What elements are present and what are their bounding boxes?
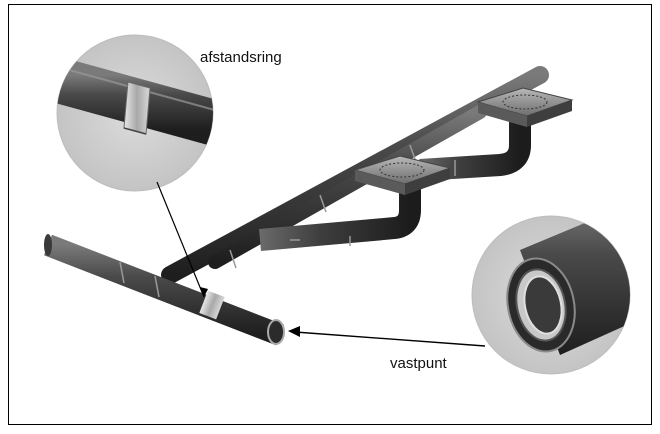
- inner-pipe-end: [523, 275, 563, 335]
- flange-plate-2: [476, 87, 574, 127]
- pipe-network: [44, 66, 574, 346]
- branch-pipe-1: [259, 185, 421, 251]
- fixed-point-arrowhead: [288, 326, 300, 337]
- upper-branch-pipe: [208, 105, 487, 269]
- label-spacer-ring: afstandsring: [200, 49, 282, 66]
- frame-border: [8, 4, 652, 425]
- horizontal-header-pipe: [44, 234, 284, 346]
- spacer-ring-leader: [156, 181, 205, 298]
- spacer-ring-on-pipe: [199, 290, 225, 320]
- flange-plate-1: [353, 155, 452, 195]
- detail-circle-spacer-ring: [56, 34, 214, 192]
- fixed-point-leader: [294, 331, 486, 347]
- pipe-end-fixed-point: [267, 319, 285, 345]
- detail-circle-fixed-point: [471, 215, 631, 375]
- pipe-end-left: [44, 234, 52, 256]
- leader-lines: [156, 181, 486, 347]
- label-fixed-point: vastpunt: [390, 355, 448, 372]
- spacer-ring-detail: [123, 81, 151, 135]
- branch-pipe-2: [419, 120, 531, 181]
